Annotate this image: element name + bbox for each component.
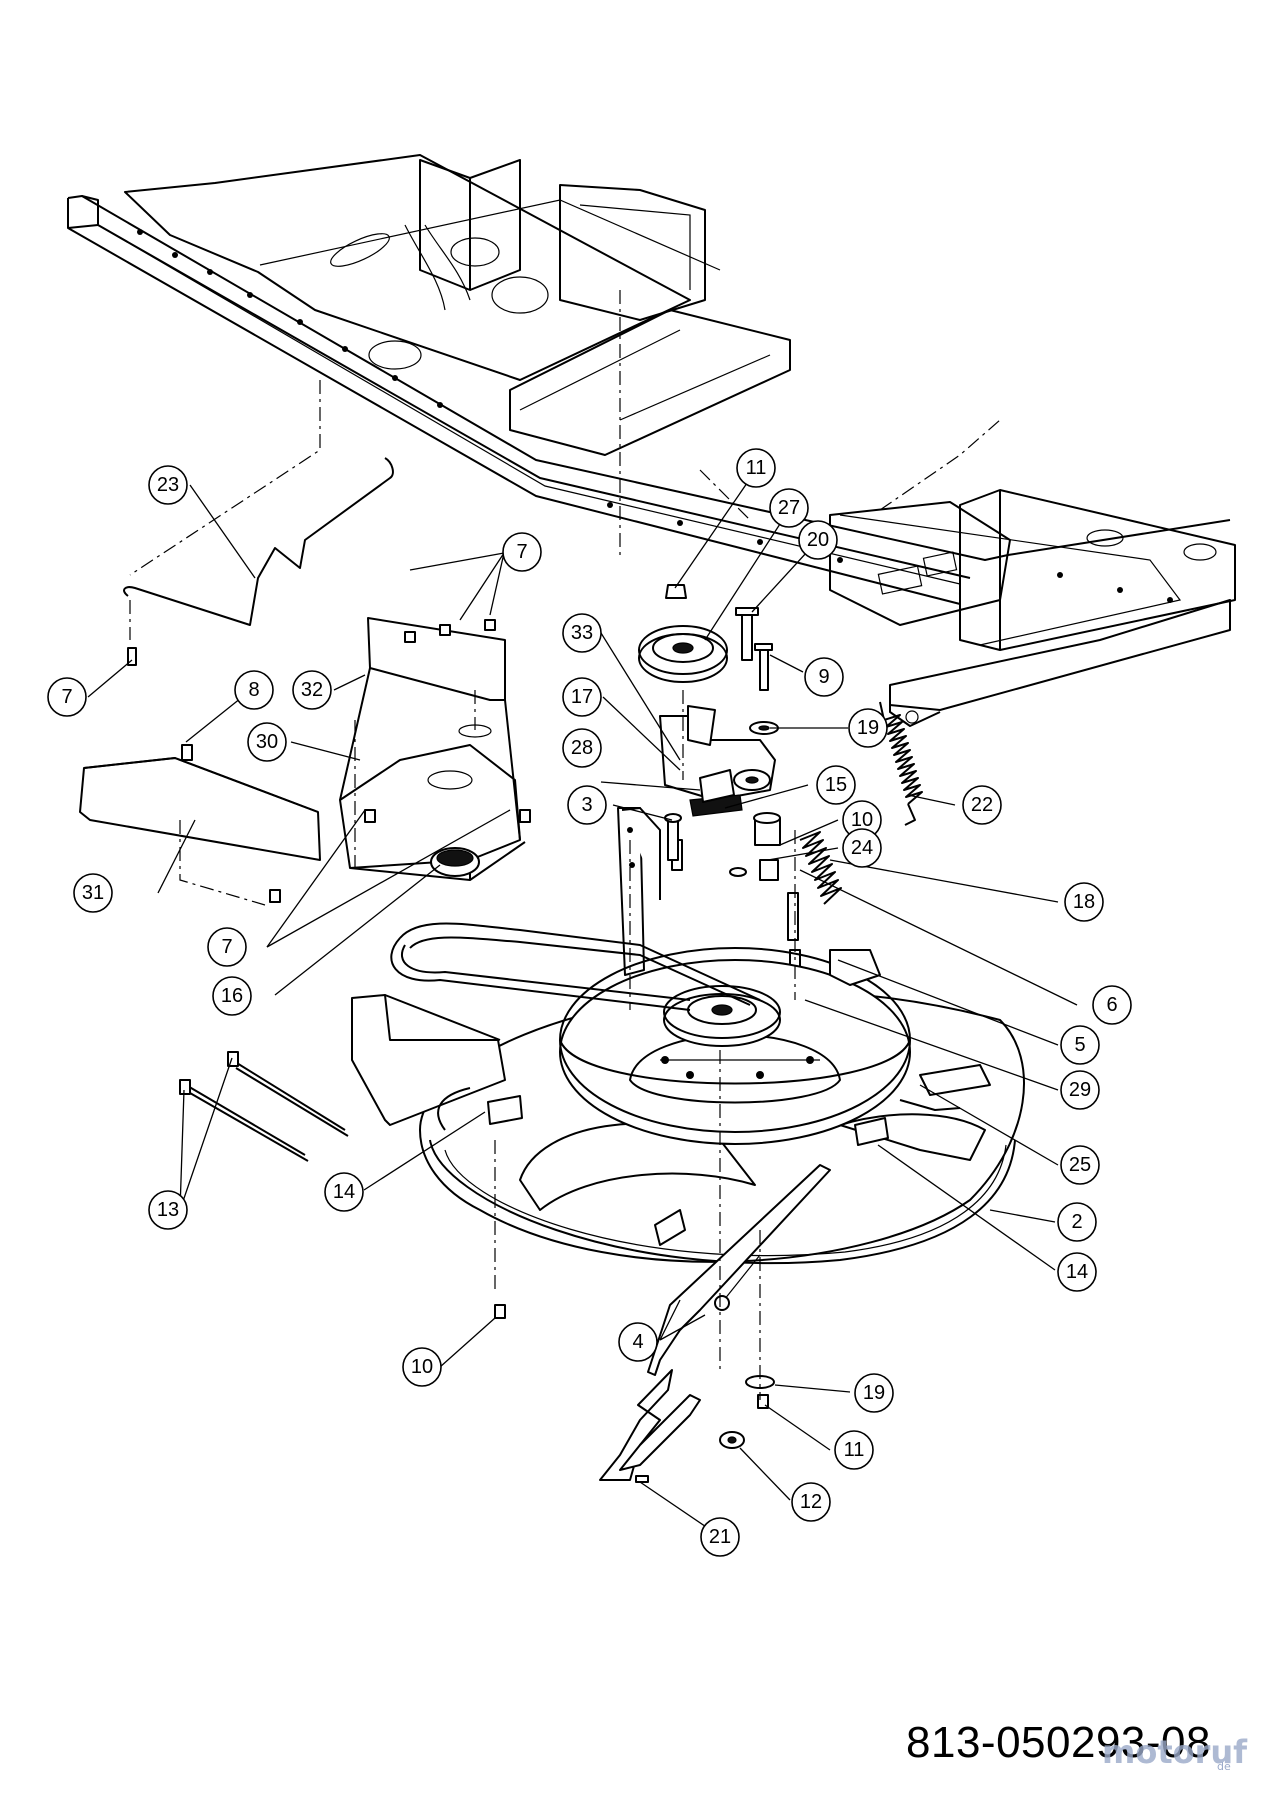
svg-text:16: 16 — [221, 985, 243, 1007]
svg-text:11: 11 — [746, 457, 767, 479]
svg-text:19: 19 — [863, 1382, 885, 1404]
callout-2: 2 — [1057, 1202, 1097, 1242]
callout-30: 30 — [247, 722, 287, 762]
callout-33: 33 — [562, 613, 602, 653]
mower-deck — [351, 922, 1025, 1265]
callout-7-top: 7 — [502, 532, 542, 572]
callout-19-bottom: 19 — [854, 1373, 894, 1413]
callout-23: 23 — [148, 465, 188, 505]
idler-pulley — [638, 625, 728, 683]
callout-27: 27 — [769, 488, 809, 528]
centre-lines — [129, 600, 796, 1400]
callout-11-top: 11 — [736, 448, 776, 488]
svg-text:7: 7 — [61, 686, 72, 708]
svg-text:11: 11 — [844, 1439, 865, 1461]
callout-12: 12 — [791, 1482, 831, 1522]
callout-10-bottom: 10 — [402, 1347, 442, 1387]
svg-text:14: 14 — [333, 1181, 355, 1203]
callout-7-lower: 7 — [207, 927, 247, 967]
deck-hanger-bracket — [617, 807, 661, 976]
callout-16: 16 — [212, 976, 252, 1016]
svg-text:10: 10 — [851, 809, 873, 831]
callout-8: 8 — [234, 670, 274, 710]
svg-text:14: 14 — [1066, 1261, 1088, 1283]
svg-text:20: 20 — [807, 529, 829, 551]
cable-ties — [179, 1051, 349, 1162]
svg-text:33: 33 — [571, 622, 593, 644]
drawing-number: 813-050293-08 — [906, 1718, 1211, 1767]
svg-text:7: 7 — [516, 541, 527, 563]
svg-text:6: 6 — [1106, 994, 1117, 1016]
watermark-logo: motoruf — [1102, 1733, 1248, 1771]
watermark-suffix: de — [1217, 1760, 1231, 1773]
svg-text:24: 24 — [851, 837, 873, 859]
svg-text:19: 19 — [857, 717, 879, 739]
svg-text:9: 9 — [818, 666, 829, 688]
spacer — [664, 812, 781, 861]
svg-text:31: 31 — [82, 882, 104, 904]
callout-leaders — [87, 469, 1078, 1536]
svg-text:7: 7 — [221, 936, 232, 958]
svg-text:13: 13 — [157, 1199, 179, 1221]
callout-21: 21 — [700, 1517, 740, 1557]
svg-text:27: 27 — [778, 497, 800, 519]
callout-31: 31 — [73, 873, 113, 913]
callout-19-top: 19 — [848, 708, 888, 748]
callout-18: 18 — [1064, 882, 1104, 922]
callout-5: 5 — [1060, 1025, 1100, 1065]
rail-holes — [137, 229, 843, 563]
mower-blade — [599, 1164, 831, 1483]
callout-10-mid: 10 — [842, 800, 882, 840]
callout-14-left: 14 — [324, 1172, 364, 1212]
svg-text:32: 32 — [301, 679, 323, 701]
svg-text:25: 25 — [1069, 1154, 1091, 1176]
svg-text:30: 30 — [256, 731, 278, 753]
callout-13: 13 — [148, 1190, 188, 1230]
svg-text:3: 3 — [581, 794, 592, 816]
tractor-frame — [67, 154, 1236, 727]
svg-text:4: 4 — [632, 1331, 643, 1353]
callout-17: 17 — [562, 677, 602, 717]
lift-rod — [123, 457, 394, 626]
callout-29: 29 — [1060, 1070, 1100, 1110]
svg-text:5: 5 — [1074, 1034, 1085, 1056]
svg-text:8: 8 — [248, 679, 259, 701]
callout-11-bottom: 11 — [834, 1430, 874, 1470]
idler-bracket — [659, 705, 776, 817]
svg-text:22: 22 — [971, 794, 993, 816]
svg-text:28: 28 — [571, 737, 593, 759]
callout-4: 4 — [618, 1322, 658, 1362]
svg-text:21: 21 — [709, 1526, 731, 1548]
callout-20: 20 — [798, 520, 838, 560]
callout-22: 22 — [962, 785, 1002, 825]
svg-text:23: 23 — [157, 474, 179, 496]
svg-text:10: 10 — [411, 1356, 433, 1378]
callout-15: 15 — [816, 765, 856, 805]
svg-text:18: 18 — [1073, 891, 1095, 913]
callout-32: 32 — [292, 670, 332, 710]
callout-3: 3 — [567, 785, 607, 825]
callout-28: 28 — [562, 728, 602, 768]
svg-text:2: 2 — [1071, 1211, 1082, 1233]
callout-7-left: 7 — [47, 677, 87, 717]
svg-text:12: 12 — [800, 1491, 822, 1513]
svg-text:15: 15 — [825, 774, 847, 796]
guard-31 — [79, 757, 321, 861]
callout-24: 24 — [842, 828, 882, 868]
callout-14-right: 14 — [1057, 1252, 1097, 1292]
svg-text:17: 17 — [571, 686, 593, 708]
callout-9: 9 — [804, 657, 844, 697]
svg-text:29: 29 — [1069, 1079, 1091, 1101]
callout-6: 6 — [1092, 985, 1132, 1025]
spring-18 — [799, 831, 842, 905]
belt-guide-cap — [430, 847, 480, 877]
callout-25: 25 — [1060, 1145, 1100, 1185]
